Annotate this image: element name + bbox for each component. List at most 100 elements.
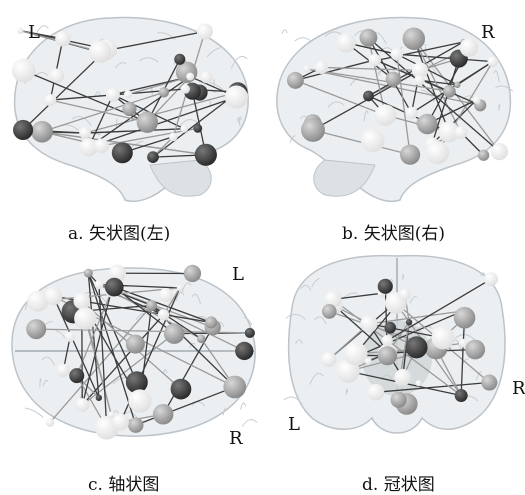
brain-node (406, 319, 412, 325)
brain-node (158, 309, 169, 320)
brain-node (69, 368, 84, 383)
panel-sagittal-right: R b. 矢状图(右) (262, 0, 525, 248)
brain-node (73, 293, 90, 310)
brain-node (26, 319, 46, 339)
brain-node (491, 143, 508, 160)
brain-node (455, 389, 468, 402)
brain-node (399, 289, 411, 301)
brain-node (375, 104, 397, 126)
brain-node (153, 404, 174, 425)
brain-node (391, 48, 403, 60)
brain-node (17, 27, 24, 34)
brain-node (128, 417, 143, 432)
brain-node (245, 328, 255, 338)
brain-node (195, 144, 217, 166)
brain-node (57, 364, 70, 377)
brain-node (473, 96, 481, 104)
brain-node (223, 376, 246, 399)
brain-node (79, 127, 91, 139)
brain-node (94, 280, 103, 289)
brain-node (321, 352, 336, 367)
brain-node (171, 379, 192, 400)
orientation-label-r: R (512, 378, 525, 399)
brain-node (417, 114, 438, 135)
brain-node (390, 392, 406, 408)
brain-node (94, 139, 109, 154)
brain-node (225, 85, 248, 108)
brain-node (184, 265, 201, 282)
gyrus-fold (242, 419, 257, 426)
panel-d-caption: d. 冠状图 (362, 470, 435, 495)
brain-node (454, 126, 467, 139)
brain-node (137, 111, 158, 132)
brain-node (112, 142, 133, 163)
brain-node (484, 272, 498, 286)
brain-node (65, 331, 76, 342)
orientation-label-r: R (229, 428, 243, 449)
brain-node (128, 389, 151, 412)
brain-node (181, 84, 190, 93)
brain-node (454, 307, 476, 329)
brain-node (378, 346, 397, 365)
brain-node (336, 33, 356, 53)
brain-node (197, 335, 206, 344)
brain-node (147, 151, 159, 163)
brain-node (44, 287, 62, 305)
brain-node (31, 121, 53, 143)
brain-node (403, 27, 425, 49)
brain-node (106, 88, 120, 102)
brain-node (301, 118, 325, 142)
brain-node (487, 56, 498, 67)
brain-node (159, 288, 173, 302)
brain-node (405, 107, 417, 119)
panel-b-caption: b. 矢状图(右) (342, 219, 445, 244)
brain-node (112, 413, 129, 430)
brain-node (174, 54, 185, 65)
brain-node (363, 91, 374, 102)
brain-node (200, 71, 212, 83)
brain-node (386, 72, 401, 87)
brain-node (478, 150, 489, 161)
brain-node (186, 73, 194, 81)
brain-node (400, 145, 420, 165)
brain-node (13, 120, 33, 140)
brain-node (235, 342, 253, 360)
brain-node (443, 85, 456, 98)
brain-node (146, 300, 157, 311)
brain-node (460, 38, 479, 57)
brain-node (193, 124, 202, 133)
brain-node (344, 342, 368, 366)
gyrus-fold (282, 30, 287, 34)
brain-node (180, 125, 188, 133)
brain-node (405, 336, 427, 358)
orientation-label-l: L (232, 264, 244, 285)
brain-node (122, 102, 136, 116)
brain-node (126, 335, 145, 354)
brain-node (205, 316, 217, 328)
brain-node (12, 59, 36, 83)
panel-c-caption: c. 轴状图 (88, 470, 159, 495)
brain-node (365, 357, 372, 364)
brain-node (287, 72, 304, 89)
brain-axial-svg (0, 248, 262, 453)
brain-node (369, 54, 381, 66)
brain-node (89, 41, 111, 63)
brain-node (394, 369, 411, 386)
brain-node (74, 307, 96, 329)
panel-sagittal-left: L a. 矢状图(左) (0, 0, 262, 248)
brain-node (303, 65, 310, 72)
brain-node (361, 129, 385, 153)
brain-node (426, 141, 449, 164)
brain-node (378, 279, 393, 294)
brain-node (384, 322, 396, 334)
brain-node (169, 133, 178, 142)
brain-node (360, 29, 378, 47)
brain-node (96, 395, 102, 401)
gyrus-fold (25, 408, 43, 417)
brain-node (360, 315, 377, 332)
orientation-label-l: L (28, 22, 40, 43)
brain-node (177, 285, 183, 291)
orientation-label-l: L (288, 414, 300, 435)
brain-node (75, 398, 89, 412)
panel-axial: L R c. 轴状图 (0, 248, 262, 495)
